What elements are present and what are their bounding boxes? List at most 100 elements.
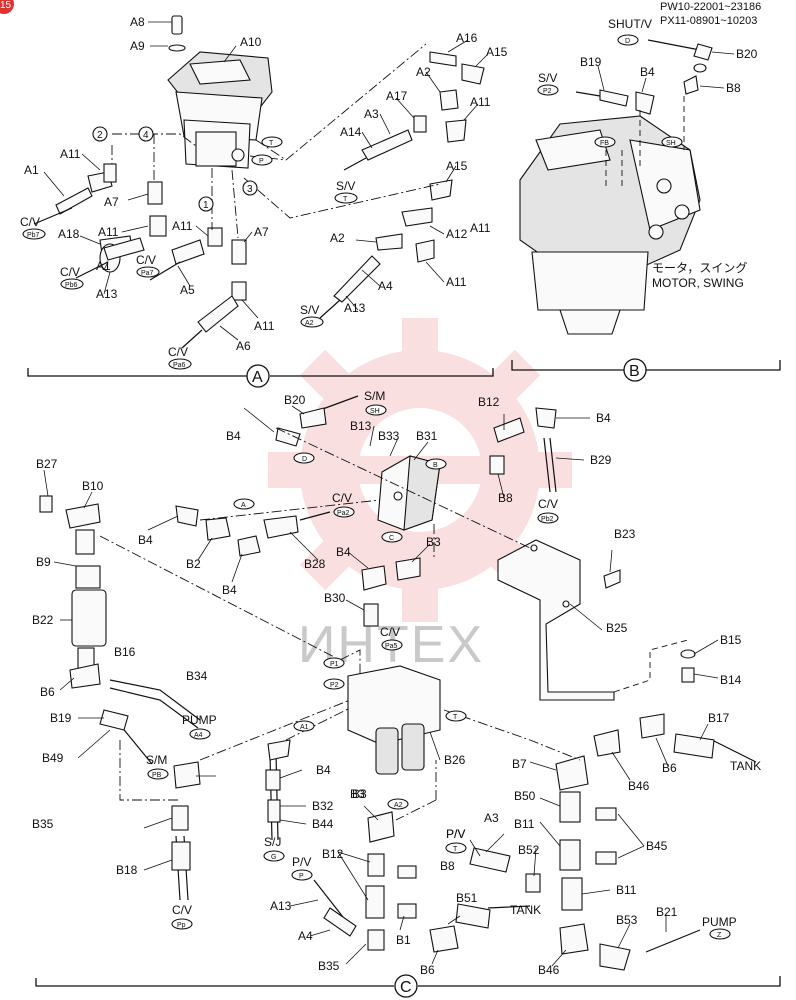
port-tag: Pa7 [141, 270, 154, 277]
port-tag: T [343, 196, 348, 203]
part-label-a: A15 [486, 45, 508, 59]
line-tag-a2: A2 [394, 802, 403, 809]
port-tag: Z [717, 932, 722, 939]
part-label-a: A6 [236, 339, 251, 353]
port-label: C/V [380, 625, 400, 639]
section-c-label: C [400, 979, 412, 996]
part-label-c: B6 [40, 685, 55, 699]
motor-tag-fb: FB [600, 140, 609, 147]
part-label-c: B10 [82, 479, 104, 493]
part-label-a: A4 [378, 279, 393, 293]
part-label-c: B4 [226, 429, 241, 443]
callout-1: 1 [203, 200, 209, 211]
port-label: C/V [136, 253, 156, 267]
part-label-a: A12 [446, 227, 468, 241]
part-label-c: B49 [42, 751, 64, 765]
port-tag: Pb6 [65, 282, 78, 289]
valve-tag-t: T [269, 140, 274, 147]
part-label-a: A11 [254, 319, 275, 333]
port-label: P/V [446, 827, 465, 841]
port-label: S/J [264, 835, 281, 849]
port-label-tank: TANK [730, 759, 761, 773]
port-tag: SH [370, 408, 380, 415]
line-tag-a1: A1 [300, 724, 309, 731]
part-label-c: B27 [36, 457, 58, 471]
port-label: S/V [538, 71, 557, 85]
part-label-c: B8 [440, 859, 455, 873]
part-label-a: A8 [130, 15, 145, 29]
port-tag: Pa6 [173, 362, 186, 369]
part-label-b: B20 [736, 47, 758, 61]
section-c-frame: C [35, 974, 781, 998]
part-label-a: A1 [96, 259, 111, 273]
part-label-c: B3 [352, 787, 367, 801]
part-label-c: B28 [304, 557, 326, 571]
part-label-a: A11 [470, 95, 491, 109]
port-tag: PB [152, 772, 162, 779]
port-label: C/V [172, 903, 192, 917]
part-label-c: B31 [416, 429, 438, 443]
port-tag: G [271, 854, 276, 861]
port-label: C/V [538, 497, 558, 511]
part-label-c: B33 [378, 429, 400, 443]
line-tag-a: A [241, 502, 246, 509]
part-label-c: B6 [662, 761, 677, 775]
valve-tag-p: P [259, 158, 264, 165]
part-label-a: A13 [344, 301, 366, 315]
part-label-a: A16 [456, 31, 478, 45]
part-label-c: A4 [298, 929, 313, 943]
port-tag: Pp [177, 922, 186, 929]
part-label-c: B12 [322, 847, 344, 861]
port-tag: Pb7 [27, 232, 40, 239]
part-label-a: A13 [96, 287, 118, 301]
part-label-c: B52 [518, 843, 540, 857]
part-label-c: B4 [138, 533, 153, 547]
part-label-a: A15 [446, 159, 468, 173]
part-label-a: A18 [58, 227, 80, 241]
port-label: S/V [336, 179, 355, 193]
port-label: PUMP [182, 713, 217, 727]
part-label-c: B23 [614, 527, 636, 541]
part-label-c: B45 [646, 839, 668, 853]
line-tag-p2: P2 [330, 682, 339, 689]
port-label: C/V [20, 215, 40, 229]
part-label-a: A3 [364, 107, 379, 121]
part-label-c: B35 [318, 959, 340, 973]
port-tag: A4 [194, 732, 203, 739]
serial-range-1: PW10-22001~23186 [660, 1, 761, 13]
port-tag: T [453, 846, 458, 853]
section-b-artwork [519, 34, 735, 335]
port-label: C/V [60, 265, 80, 279]
part-label-a: A7 [254, 225, 269, 239]
part-label-c: B4 [316, 763, 331, 777]
callout-2: 2 [97, 130, 103, 141]
port-tag: Pa2 [337, 510, 350, 517]
part-label-a: A14 [340, 125, 362, 139]
port-label: SHUT/V [608, 17, 652, 31]
part-label-c: B46 [628, 779, 650, 793]
part-label-c: B11 [616, 883, 637, 897]
svg-text:15: 15 [0, 0, 12, 11]
line-tag-p1: P1 [330, 661, 339, 668]
part-label-a: A2 [330, 231, 345, 245]
part-label-a: A11 [446, 275, 467, 289]
part-label-c: B53 [616, 913, 638, 927]
part-label-c: B26 [444, 753, 466, 767]
part-label-a: A11 [470, 221, 491, 235]
callout-3: 3 [247, 184, 253, 195]
part-label-c: B25 [606, 621, 628, 635]
motor-label-jp: モータ，スイング [652, 261, 747, 275]
section-a-frame: A [27, 364, 494, 388]
part-label-b: B4 [640, 65, 655, 79]
part-label-c: B4 [336, 545, 351, 559]
part-label-c: B3 [350, 787, 365, 801]
port-label: S/M [146, 753, 167, 767]
serial-range-2: PX11-08901~10203 [660, 15, 757, 27]
port-label: PUMP [702, 915, 737, 929]
part-label-c: B22 [32, 613, 54, 627]
port-label: P/V [292, 855, 311, 869]
port-tag: D [625, 38, 630, 45]
part-label-c: B14 [720, 673, 742, 687]
port-tag: P2 [543, 88, 552, 95]
